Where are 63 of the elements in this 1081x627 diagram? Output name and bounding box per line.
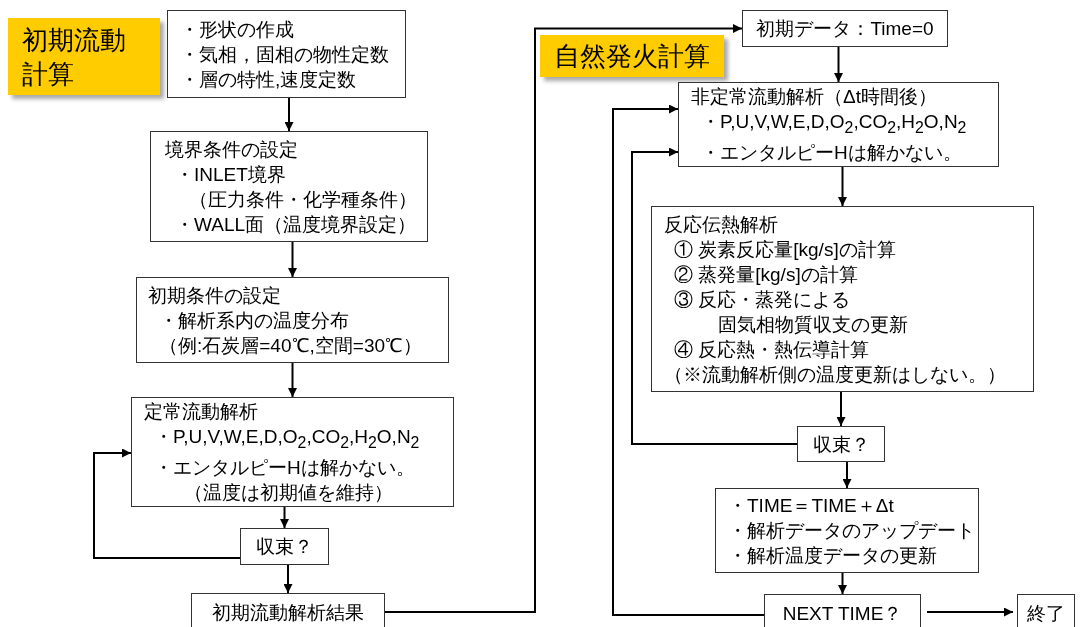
- process-box: [167, 10, 406, 98]
- box-heading: 反応伝熱解析: [663, 212, 779, 237]
- arrow: [288, 241, 297, 278]
- step-box: [240, 528, 329, 565]
- arrow: [834, 46, 843, 83]
- step-box: [1017, 594, 1075, 627]
- box-heading: 非定常流動解析（Δt時間後）: [690, 85, 938, 110]
- section-title: 初期流動計算: [8, 18, 160, 95]
- box-text: ① 炭素反応量[kg/s]の計算: [673, 237, 897, 262]
- box-text: ・P,U,V,W,E,D,O$_{2}$,CO$_{2}$,H$_{2}$O,N$_{2}$: [700, 110, 968, 138]
- box-text: ・INLET境界: [174, 162, 287, 187]
- arrow: [612, 104, 765, 616]
- box-text: 収束？: [811, 432, 871, 457]
- box-text: ・気相，固相の物性定数: [179, 42, 390, 67]
- box-text: ・エンタルピーHは解かない。: [153, 455, 416, 480]
- box-text: 収束？: [255, 535, 314, 559]
- arrow: [842, 461, 852, 489]
- process-box: [678, 82, 999, 167]
- box-text: ・解析データのアップデート: [727, 519, 976, 543]
- box-text: ・解析系内の温度分布: [158, 308, 350, 333]
- box-text: （※流動解析側の温度更新はしない。）: [663, 362, 1007, 387]
- box-text: 初期流動解析結果: [211, 601, 365, 625]
- arrow: [838, 572, 847, 595]
- process-box: [150, 131, 428, 242]
- box-text: 固気相物質収支の更新: [717, 312, 909, 337]
- box-text: （例:石炭層=40℃,空間=30℃）: [158, 333, 424, 358]
- arrow: [283, 564, 293, 594]
- process-box: [651, 206, 1034, 392]
- box-heading: 初期条件の設定: [147, 283, 282, 308]
- arrow: [926, 607, 1014, 617]
- process-box: [131, 397, 454, 507]
- arrow: [280, 506, 289, 529]
- arrow: [631, 147, 798, 445]
- box-text: ・WALL面（温度境界設定）: [174, 212, 418, 237]
- box-text: ・形状の作成: [179, 17, 295, 42]
- arrow: [384, 24, 743, 613]
- box-heading: 境界条件の設定: [164, 137, 299, 162]
- step-box: [742, 10, 948, 47]
- box-text: 終了: [1026, 601, 1066, 626]
- step-box: [764, 594, 921, 627]
- box-text: ・解析温度データの更新: [727, 544, 938, 568]
- arrow: [838, 166, 847, 207]
- box-text: ④ 反応熱・熱伝導計算: [673, 337, 871, 362]
- box-text: 初期データ：Time=0: [755, 17, 935, 41]
- box-text: ・エンタルピーHは解かない。: [700, 140, 963, 165]
- arrow: [284, 97, 294, 132]
- box-text: ・P,U,V,W,E,D,O$_{2}$,CO$_{2}$,H$_{2}$O,N$_{2}$: [153, 425, 421, 453]
- box-heading: 定常流動解析: [143, 400, 259, 425]
- box-text: ・TIME＝TIME＋Δt: [727, 494, 895, 518]
- box-text: （圧力条件・化学種条件）: [188, 187, 418, 212]
- box-text: ③ 反応・蒸発による: [673, 287, 852, 312]
- arrow: [836, 391, 846, 427]
- box-text: （温度は初期値を維持）: [183, 480, 394, 505]
- process-box: [715, 488, 979, 573]
- step-box: [797, 426, 885, 462]
- step-box: [191, 593, 385, 627]
- arrow: [288, 362, 297, 398]
- box-text: NEXT TIME？: [781, 601, 904, 626]
- process-box: [136, 277, 449, 363]
- arrow: [93, 448, 241, 559]
- box-text: ・層の特性,速度定数: [179, 67, 358, 92]
- section-title: 自然発火計算: [540, 35, 724, 77]
- box-text: ② 蒸発量[kg/s]の計算: [673, 262, 859, 287]
